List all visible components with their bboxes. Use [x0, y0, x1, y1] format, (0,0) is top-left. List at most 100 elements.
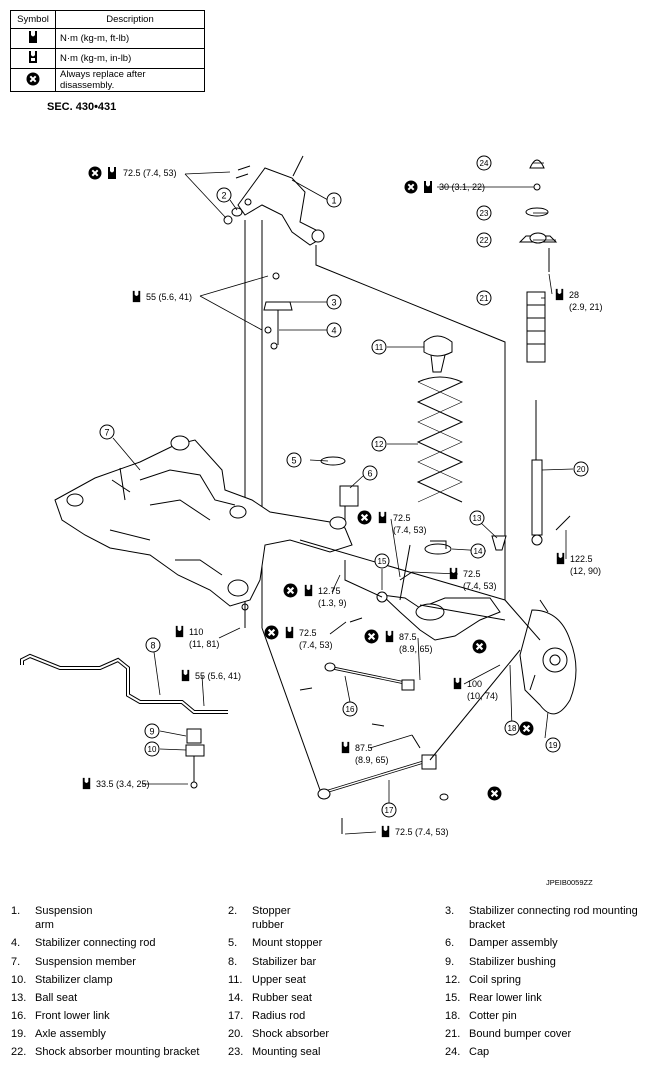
part-number: 4. — [11, 937, 21, 949]
torque-wrench-icon — [385, 630, 394, 643]
callout-2: 2 — [216, 187, 232, 203]
torque-label: 12.75 — [318, 586, 341, 596]
callout-19: 19 — [545, 737, 561, 753]
torque-label: 72.5 — [299, 628, 317, 638]
torque-label: (7.4, 53) — [299, 640, 333, 650]
part-name: Rear lower link — [469, 992, 542, 1004]
callout-number: 1 — [331, 196, 336, 206]
legend-row: Always replace after disassembly. — [10, 68, 205, 92]
callout-8: 8 — [145, 637, 161, 653]
replace-x-icon — [472, 639, 487, 654]
callout-number: 6 — [367, 469, 372, 479]
part-name: Suspension arm — [35, 905, 93, 931]
part-number: 19. — [11, 1028, 27, 1040]
callout-number: 7 — [104, 428, 109, 438]
part-name: Stabilizer clamp — [35, 974, 113, 986]
part-name: Coil spring — [469, 974, 521, 986]
torque-label: (2.9, 21) — [569, 302, 603, 312]
callout-number: 12 — [375, 440, 384, 449]
torque-label: 72.5 (7.4, 53) — [123, 168, 177, 178]
part-number: 17. — [228, 1010, 244, 1022]
legend-description: Always replace after disassembly. — [55, 68, 205, 92]
part-name: Mount stopper — [252, 937, 323, 949]
legend-table: Symbol Description N·m (kg-m, ft-lb) N·m… — [10, 10, 205, 92]
part-name: Stabilizer bushing — [469, 956, 556, 968]
part-name: Mounting seal — [252, 1046, 321, 1058]
part-name: Radius rod — [252, 1010, 306, 1022]
callout-21: 21 — [476, 290, 492, 306]
replace-x-icon — [264, 625, 279, 640]
callout-number: 19 — [549, 741, 558, 750]
callout-number: 20 — [577, 465, 586, 474]
replace-x-icon — [364, 629, 379, 644]
callout-5: 5 — [286, 452, 302, 468]
part-name: Cap — [469, 1046, 490, 1058]
torque-wrench-icon — [453, 677, 462, 690]
part-name: Stopper rubber — [252, 905, 291, 931]
part-number: 18. — [445, 1010, 461, 1022]
replace-x-icon — [88, 166, 102, 180]
callout-10: 10 — [144, 741, 160, 757]
torque-label: 100 — [467, 679, 482, 689]
part-name: Stabilizer connecting rod — [35, 937, 156, 949]
part-number: 14. — [228, 992, 244, 1004]
part-name: Ball seat — [35, 992, 78, 1004]
torque-values: 72.5 (7.4, 53) 55 (5.6, 41) 30 (3.1, 22)… — [96, 168, 603, 837]
callout-number: 15 — [378, 557, 387, 566]
replace-x-icon — [487, 786, 502, 801]
legend-row: N·m (kg-m, ft-lb) — [10, 28, 205, 49]
part-name: Shock absorber mounting bracket — [35, 1046, 200, 1058]
part-number: 12. — [445, 974, 461, 986]
part-number: 16. — [11, 1010, 27, 1022]
torque-label: (12, 90) — [570, 566, 601, 576]
callout-23: 23 — [476, 205, 492, 221]
part-number: 1. — [11, 905, 21, 917]
part-number: 13. — [11, 992, 27, 1004]
torque-label: (8.9, 65) — [355, 755, 389, 765]
part-number: 20. — [228, 1028, 244, 1040]
callout-number: 9 — [149, 727, 154, 737]
torque-wrench-icon — [175, 625, 184, 638]
torque-wrench-icon — [304, 584, 313, 597]
callout-12: 12 — [371, 436, 387, 452]
part-number: 23. — [228, 1046, 244, 1058]
callout-number: 16 — [346, 705, 355, 714]
torque-label: 72.5 — [463, 569, 481, 579]
torque-wrench-icon — [555, 288, 564, 301]
torque-wrench-icon — [381, 825, 390, 838]
torque-label: (1.3, 9) — [318, 598, 347, 608]
part-number: 7. — [11, 956, 21, 968]
torque-label: 122.5 — [570, 554, 593, 564]
torque-wrench-icon — [82, 777, 91, 790]
part-name: Suspension member — [35, 956, 136, 968]
torque-label: 87.5 — [355, 743, 373, 753]
part-number: 15. — [445, 992, 461, 1004]
callout-number: 21 — [480, 294, 489, 303]
torque-label: 33.5 (3.4, 25) — [96, 779, 150, 789]
callout-number: 8 — [150, 641, 155, 651]
callout-1: 1 — [326, 192, 342, 208]
callout-24: 24 — [476, 155, 492, 171]
part-number: 24. — [445, 1046, 461, 1058]
torque-label: 55 (5.6, 41) — [146, 292, 192, 302]
torque-label: 72.5 — [393, 513, 411, 523]
callout-16: 16 — [342, 701, 358, 717]
replace-x-icon — [283, 583, 298, 598]
callout-number: 22 — [480, 236, 489, 245]
callout-markers: 1 2 3 4 5 6 7 8 9 10 11 12 13 14 15 16 1… — [99, 155, 589, 818]
part-number: 22. — [11, 1046, 27, 1058]
part-name: Damper assembly — [469, 937, 558, 949]
suspension-exploded-diagram: 72.5 (7.4, 53) 55 (5.6, 41) 30 (3.1, 22)… — [20, 155, 603, 838]
part-name: Bound bumper cover — [469, 1028, 572, 1040]
torque-label: 87.5 — [399, 632, 417, 642]
part-name: Rubber seat — [252, 992, 312, 1004]
section-label: SEC. 430•431 — [47, 101, 117, 113]
callout-number: 4 — [331, 326, 336, 336]
callout-7: 7 — [99, 424, 115, 440]
callout-14: 14 — [470, 543, 486, 559]
part-name: Cotter pin — [469, 1010, 517, 1022]
part-number: 11. — [228, 974, 243, 986]
part-number: 8. — [228, 956, 238, 968]
torque-wrench-icon — [424, 181, 432, 193]
torque-label: 28 — [569, 290, 579, 300]
